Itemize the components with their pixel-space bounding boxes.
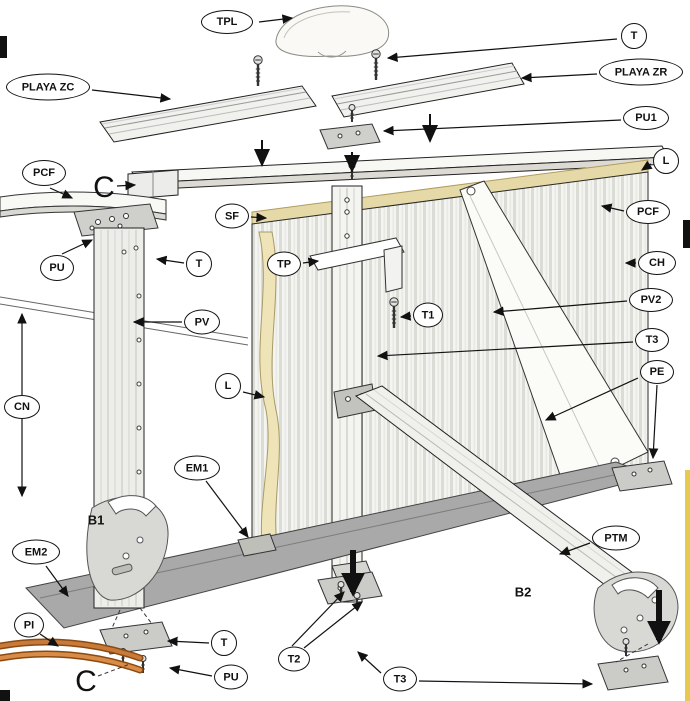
screw-t-left xyxy=(252,54,264,88)
top-rail-sf xyxy=(127,145,669,200)
footplate-b1 xyxy=(86,495,169,601)
page-edge-marks xyxy=(0,36,690,701)
plate-pu1 xyxy=(319,123,381,150)
drop-arrows xyxy=(341,550,671,645)
diagonal-gusset-pe xyxy=(459,180,649,493)
base-plate-right-top xyxy=(611,460,673,492)
dashed-guides xyxy=(97,607,649,677)
top-cap-tpl xyxy=(275,5,390,58)
step-bracket-tp xyxy=(309,237,405,293)
footplate-b2 xyxy=(593,571,679,653)
top-rail-playa-zc xyxy=(99,85,317,143)
joint-plate-em1 xyxy=(237,533,277,557)
hose-pi xyxy=(0,638,144,674)
screw-t-right xyxy=(370,48,382,82)
top-rail-playa-zr xyxy=(331,62,525,118)
assembly-arrows xyxy=(254,114,438,173)
base-plate-right-bottom xyxy=(597,655,669,691)
callout-arrows xyxy=(39,14,659,689)
